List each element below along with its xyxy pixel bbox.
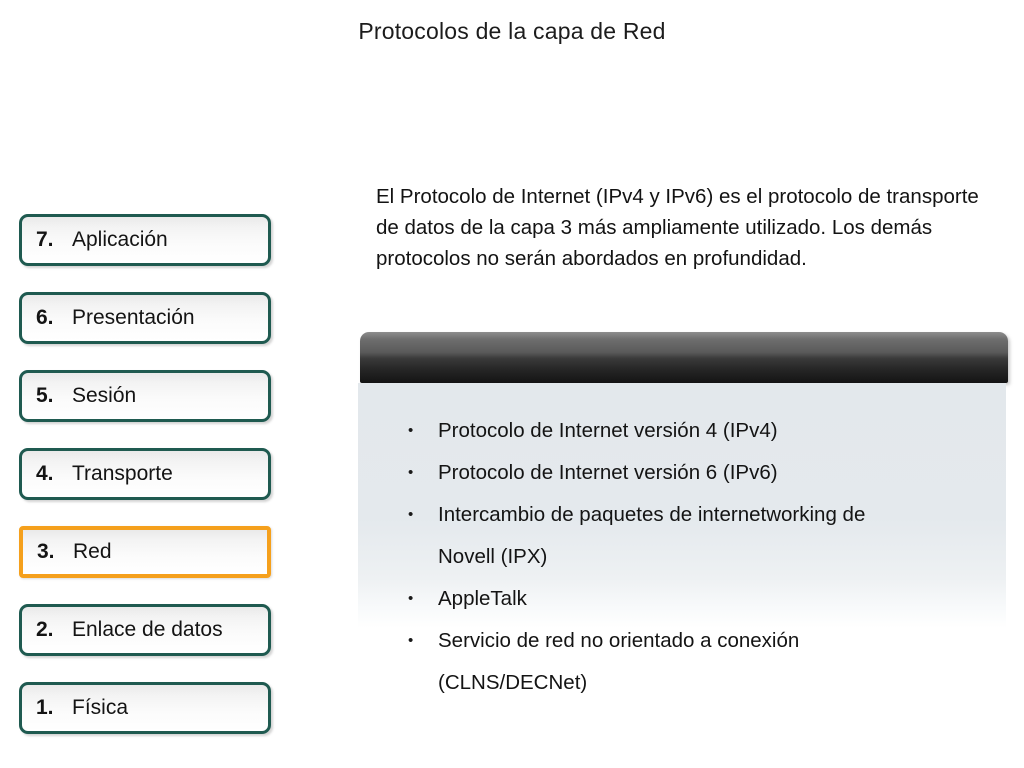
osi-layer-number: 2. <box>36 618 54 641</box>
osi-layer-number: 3. <box>37 540 55 563</box>
osi-layer-label: Transporte <box>72 462 173 485</box>
osi-layer-transporte[interactable]: 4. Transporte <box>19 448 271 500</box>
list-item: • Protocolo de Internet versión 4 (IPv4) <box>358 410 1008 452</box>
osi-layer-number: 6. <box>36 306 54 329</box>
osi-layer-label: Física <box>72 696 129 719</box>
protocol-list: •Protocolo de Internet versión 4 (IPv4)•… <box>358 410 1008 704</box>
osi-layer-number: 4. <box>36 462 54 485</box>
bullet-icon: • <box>408 590 414 607</box>
list-item-label: Protocolo de Internet versión 6 (IPv6) <box>438 461 778 484</box>
list-item: • Intercambio de paquetes de internetwork… <box>358 494 1008 578</box>
list-item-label: Protocolo de Internet versión 4 (IPv4) <box>438 419 778 442</box>
bullet-icon: • <box>408 464 414 481</box>
osi-layer-aplicacion[interactable]: 7. Aplicación <box>19 214 271 266</box>
osi-layer-label: Enlace de datos <box>72 618 223 641</box>
osi-layer-number: 1. <box>36 696 54 719</box>
osi-layer-fisica[interactable]: 1. Física <box>19 682 271 734</box>
bullet-icon: • <box>408 632 414 649</box>
osi-layer-enlace-de-datos[interactable]: 2. Enlace de datos <box>19 604 271 656</box>
intro-paragraph: El Protocolo de Internet (IPv4 y IPv6) e… <box>376 184 979 270</box>
osi-layer-label: Presentación <box>72 306 195 329</box>
osi-layer-label: Red <box>73 540 112 563</box>
osi-layer-red[interactable]: 3. Red <box>19 526 271 578</box>
osi-layer-label: Sesión <box>72 384 137 407</box>
osi-layer-label: Aplicación <box>72 228 168 251</box>
protocol-panel-header-bar <box>360 332 1008 383</box>
osi-layer-number: 7. <box>36 228 54 251</box>
protocol-list-panel <box>358 332 1008 628</box>
page-title: Protocolos de la capa de Red <box>358 18 666 44</box>
bullet-icon: • <box>408 422 414 439</box>
bullet-icon: • <box>408 506 414 523</box>
list-item-label: AppleTalk <box>438 587 527 610</box>
list-item: • AppleTalk <box>358 578 1008 620</box>
list-item: • Protocolo de Internet versión 6 (IPv6) <box>358 452 1008 494</box>
list-item-label: Servicio de red no orientado a conexión … <box>438 629 800 694</box>
osi-layer-sesion[interactable]: 5. Sesión <box>19 370 271 422</box>
list-item-label: Intercambio de paquetes de internetworki… <box>438 503 866 568</box>
osi-layer-stack: 7. Aplicación 6. Presentación 5. Sesión 4. Tran… <box>19 214 277 738</box>
list-item: • Servicio de red no orientado a conexión… <box>358 620 1008 704</box>
protocol-panel-body <box>358 383 1006 628</box>
osi-layer-presentacion[interactable]: 6. Presentación <box>19 292 271 344</box>
osi-layer-number: 5. <box>36 384 54 407</box>
